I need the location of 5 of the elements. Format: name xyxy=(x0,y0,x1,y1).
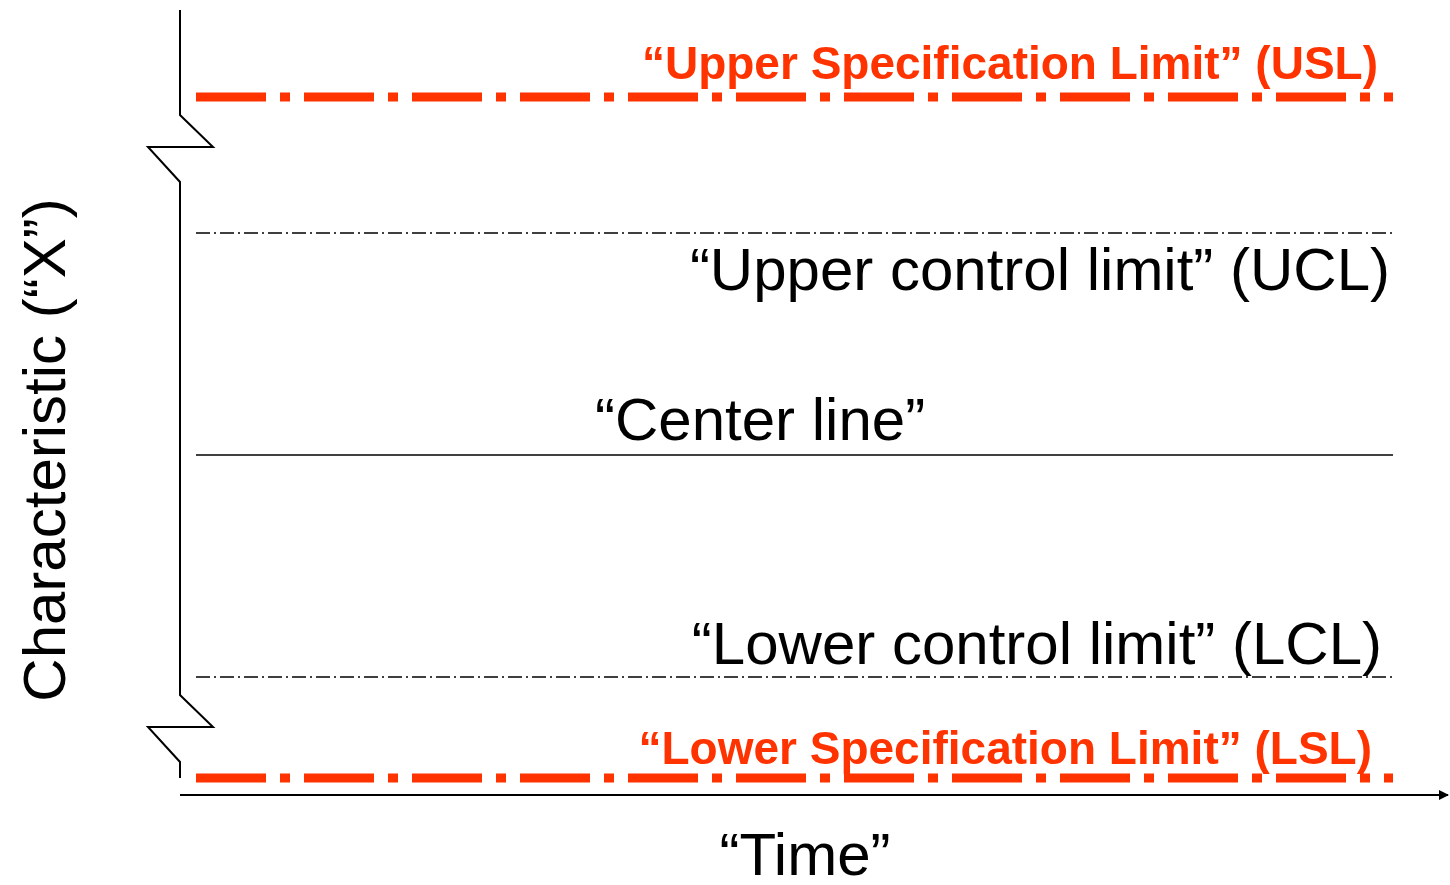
limit-label: “Center line” xyxy=(595,390,926,450)
axis-label: “Time” xyxy=(719,825,891,885)
limit-label: “Lower control limit” (LCL) xyxy=(691,614,1382,674)
limit-label: “Upper control limit” (UCL) xyxy=(689,240,1390,300)
axis-label: Characteristic (“X”) xyxy=(15,198,75,702)
